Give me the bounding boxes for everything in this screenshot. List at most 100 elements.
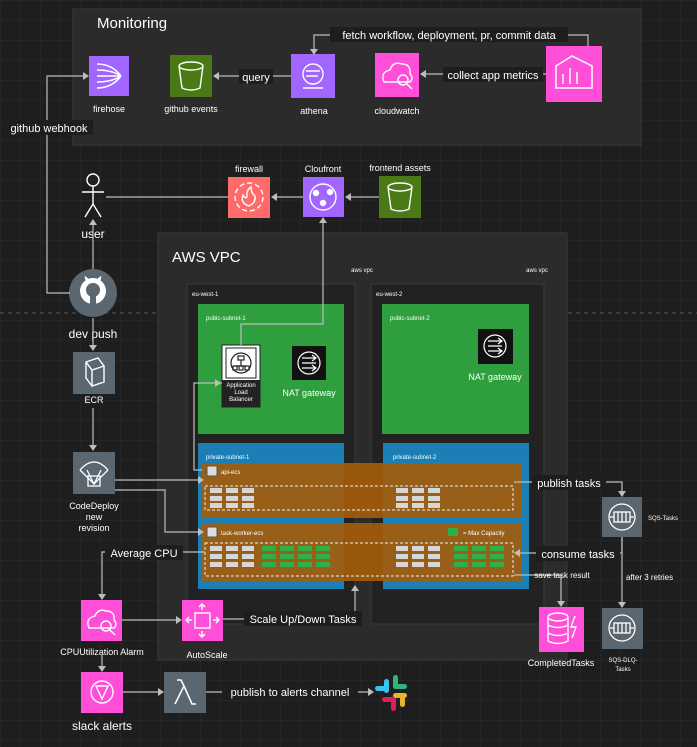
private-subnet-2-label: private-subnet-2 [393, 455, 437, 461]
user-icon [82, 173, 104, 218]
edge-label-publish-alerts: publish to alerts channel [231, 687, 350, 699]
sns-icon [90, 680, 114, 704]
cloudfront-node[interactable] [303, 177, 344, 217]
edge-label-scale-tasks: Scale Up/Down Tasks [250, 614, 357, 626]
codedeploy-label-2: new [86, 512, 103, 522]
firewall-icon [234, 182, 264, 212]
region-eu-west-1-label: eu-west-1 [192, 292, 219, 298]
firewall-node[interactable] [228, 177, 270, 218]
s3-bucket-icon [178, 61, 204, 91]
sqs-tasks-node[interactable] [602, 497, 642, 537]
api-ecs-task-group [204, 485, 514, 511]
task-worker-ecs-label: task-worker-ecs [221, 531, 263, 537]
edge-github-webhook [46, 75, 83, 294]
monitoring-title: Monitoring [97, 15, 167, 32]
aws-vpc-title: AWS VPC [172, 249, 241, 266]
edge-label-after-retries: after 3 retries [626, 573, 673, 582]
public-subnet-1-label: pubic-subnet-1 [206, 316, 246, 322]
sqs-dlq-node[interactable] [602, 608, 643, 649]
edge-label-github-webhook: github webhook [10, 123, 88, 135]
edge-label-collect-metrics: collect app metrics [447, 70, 539, 82]
alb-node[interactable] [221, 344, 261, 408]
github-node[interactable] [69, 269, 117, 317]
aws-vpc-tag-right: aws vpc [526, 268, 548, 274]
cloudwatch-label: cloudwatch [374, 106, 419, 116]
autoscale-icon [185, 603, 220, 638]
athena-icon [302, 63, 324, 89]
github-events-node[interactable] [170, 55, 212, 97]
github-events-label: github events [164, 104, 218, 114]
ecr-icon [85, 357, 105, 387]
edge-cloudfront-alb [240, 218, 324, 345]
label-bg [443, 67, 543, 82]
alb-label-2: Load [234, 390, 247, 396]
app-metrics-node[interactable] [546, 46, 602, 102]
cpu-alarm-label: CPUUtilization Alarm [60, 647, 144, 657]
public-subnet-2-label: pubic-subnet-2 [390, 316, 430, 322]
task-worker-task-group [204, 542, 514, 577]
sqs-icon [608, 614, 636, 642]
label-bg [239, 69, 273, 84]
load-balancer-icon [230, 352, 252, 374]
api-ecs-label: api-ecs [221, 470, 240, 476]
edge-label-save-result: save task result [534, 571, 590, 580]
cloudwatch-alarm-icon [87, 609, 117, 636]
api-ecs-tasks [210, 488, 440, 508]
nat-gateway-1-node[interactable] [292, 346, 326, 380]
slack-alerts-label: slack alerts [72, 719, 132, 733]
label-bg [532, 475, 606, 490]
athena-label: athena [300, 106, 328, 116]
ecs-icon [206, 465, 218, 477]
cloudfront-label: Cloufront [305, 164, 342, 174]
sqs-tasks-label: SQS-Tasks [648, 516, 678, 522]
nat-gateway-icon [297, 351, 321, 375]
athena-node[interactable] [291, 54, 335, 98]
firehose-node[interactable] [89, 56, 129, 96]
label-bg [5, 120, 93, 135]
dynamodb-icon [547, 612, 577, 645]
frontend-assets-node[interactable] [379, 176, 421, 218]
edge-label-publish-tasks: publish tasks [537, 478, 601, 490]
autoscale-node[interactable] [182, 600, 223, 641]
api-ecs-service [202, 463, 522, 518]
nat-gateway-icon [483, 334, 507, 358]
completed-tasks-label: CompletedTasks [528, 658, 595, 668]
completed-tasks-node[interactable] [539, 607, 584, 652]
sqs-dlq-label-2: Tasks [615, 667, 630, 673]
slack-icon[interactable] [375, 675, 407, 711]
task-worker-ecs-service [202, 523, 522, 581]
max-capacity-label: = Max Capacity [463, 531, 505, 537]
public-subnet-2 [382, 304, 529, 434]
firehose-label: firehose [93, 104, 125, 114]
edge-alb-api [193, 382, 222, 471]
private-subnet-1-label: private-subnet-1 [206, 455, 250, 461]
label-bg [222, 684, 358, 699]
lambda-node[interactable] [164, 672, 206, 713]
nat-gateway-1-label: NAT gateway [282, 388, 336, 398]
lambda-icon [174, 679, 196, 705]
slack-alerts-node[interactable] [81, 672, 123, 713]
nat-gateway-2-node[interactable] [478, 329, 513, 364]
cloudwatch-node[interactable] [375, 53, 419, 97]
alb-label-1: Application [226, 383, 255, 389]
task-worker-tasks [210, 546, 504, 567]
cpu-alarm-node[interactable] [81, 600, 122, 641]
firehose-icon [96, 63, 122, 89]
codedeploy-label-1: CodeDeploy [69, 501, 119, 511]
edge-save-result [514, 574, 562, 601]
max-capacity-swatch [448, 528, 458, 536]
edge-label-fetch-data: fetch workflow, deployment, pr, commit d… [342, 30, 556, 42]
ecr-label: ECR [84, 395, 104, 405]
codedeploy-label-3: revision [78, 523, 109, 533]
edge-label-consume-tasks: consume tasks [541, 549, 615, 561]
alb-label-3: Balancer [229, 397, 253, 403]
nat-gateway-2-label: NAT gateway [468, 372, 522, 382]
s3-bucket-icon [387, 182, 413, 212]
label-bg [330, 27, 568, 42]
codedeploy-node[interactable] [73, 452, 115, 494]
ecr-node[interactable] [73, 352, 115, 394]
sqs-dlq-label-1: SQS-DLQ- [608, 658, 637, 664]
edge-label-query: query [242, 72, 270, 84]
edge-label-average-cpu: Average CPU [110, 548, 177, 560]
codedeploy-icon [79, 461, 109, 487]
